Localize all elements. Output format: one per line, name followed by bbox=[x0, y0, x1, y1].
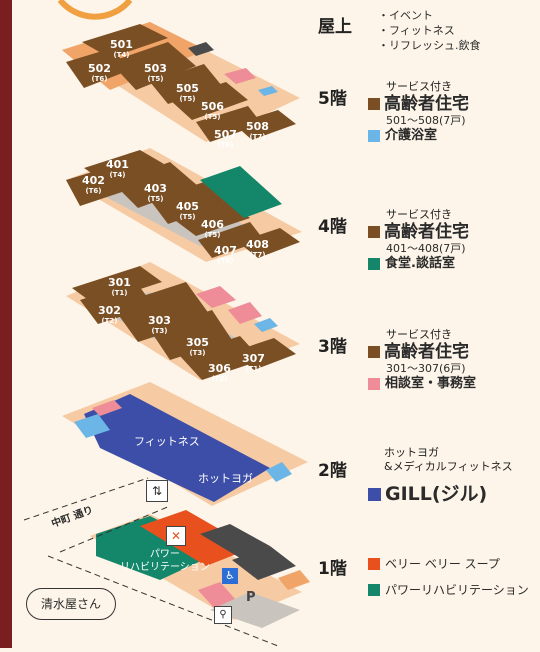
elevator-icon: ⇅ bbox=[146, 480, 168, 502]
floor2-label: 2階 bbox=[318, 461, 347, 481]
floor1-legend: ベリー ベリー スープ パワーリハビリテーション bbox=[368, 556, 529, 598]
room-301: 301(T1) bbox=[108, 276, 131, 297]
room-403: 403(T5) bbox=[144, 182, 167, 203]
room-305: 305(T3) bbox=[186, 336, 209, 357]
floor4-units: 401〜408(7戸) bbox=[386, 242, 466, 255]
brown-swatch bbox=[368, 346, 380, 358]
floor5-service: サービス付き bbox=[386, 80, 452, 93]
room-502: 502(T6) bbox=[88, 62, 111, 83]
neighbor-label: 清水屋さん bbox=[26, 588, 116, 620]
floor4-housing: 高齢者住宅 bbox=[368, 222, 469, 242]
floor3-service: サービス付き bbox=[386, 328, 452, 341]
floor2-legend: ホットヨガ &メディカルフィットネス bbox=[384, 446, 513, 474]
restaurant-icon: ✕ bbox=[166, 526, 186, 546]
logo-ring-partial bbox=[57, 0, 133, 20]
room-505: 505(T5) bbox=[176, 82, 199, 103]
room-402: 402(T6) bbox=[82, 174, 105, 195]
floor1-plan bbox=[23, 477, 310, 647]
room-307: 307(T1) bbox=[242, 352, 265, 373]
floor3-extra: 相談室・事務室 bbox=[368, 376, 476, 392]
navy-swatch bbox=[368, 487, 381, 501]
floor2-hot-yoga: ホットヨガ bbox=[384, 446, 439, 459]
rooftop-item-event: ・イベント bbox=[378, 9, 433, 22]
room-507: 507(T6) bbox=[214, 128, 237, 149]
floor3-units: 301〜307(6戸) bbox=[386, 362, 466, 375]
room-406: 406(T5) bbox=[201, 218, 224, 239]
brown-swatch bbox=[368, 226, 380, 238]
room-405: 405(T5) bbox=[176, 200, 199, 221]
room-306: 306(T2) bbox=[208, 362, 231, 383]
floor4-legend: サービス付き 高齢者住宅 401〜408(7戸) 食堂.談話室 bbox=[368, 208, 469, 272]
hot-yoga-area-label: ホットヨガ bbox=[198, 472, 253, 485]
floor3-housing: 高齢者住宅 bbox=[368, 342, 476, 362]
floor4-plan bbox=[66, 148, 302, 262]
rooftop-floor-label: 屋上 bbox=[318, 17, 352, 37]
floor5-housing: 高齢者住宅 bbox=[368, 94, 469, 114]
green-swatch bbox=[368, 584, 380, 596]
floor1-legend-soup: ベリー ベリー スープ bbox=[368, 556, 529, 572]
floor4-service: サービス付き bbox=[386, 208, 452, 221]
floor1-label: 1階 bbox=[318, 559, 347, 579]
wheelchair-icon: ♿ bbox=[222, 568, 238, 584]
floor1-legend-power-rehab: パワーリハビリテーション bbox=[368, 582, 529, 598]
floor5-plan bbox=[62, 22, 300, 142]
rooftop-item-refresh: ・リフレッシュ.飲食 bbox=[378, 39, 481, 52]
power-rehab-area-label: パワーリハビリテーション bbox=[120, 549, 210, 573]
floor4-label: 4階 bbox=[318, 217, 347, 237]
rooftop-item-fitness: ・フィットネス bbox=[378, 24, 455, 37]
room-303: 303(T3) bbox=[148, 314, 171, 335]
red-swatch bbox=[368, 558, 380, 570]
floor5-label: 5階 bbox=[318, 89, 347, 109]
rooftop-list: ・イベント ・フィットネス ・リフレッシュ.飲食 bbox=[378, 8, 481, 53]
floor2-gill: GILL(ジル) bbox=[368, 484, 487, 504]
floor2-plan bbox=[62, 382, 308, 506]
floor5-units: 501〜508(7戸) bbox=[386, 114, 466, 127]
blue-swatch bbox=[368, 130, 380, 142]
pink-swatch bbox=[368, 378, 380, 390]
brown-swatch bbox=[368, 98, 380, 110]
room-503: 503(T5) bbox=[144, 62, 167, 83]
floor3-plan bbox=[66, 262, 300, 380]
room-506: 506(T5) bbox=[201, 100, 224, 121]
floor5-extra: 介護浴室 bbox=[368, 128, 469, 144]
bicycle-icon: ⚲ bbox=[214, 606, 232, 624]
room-508: 508(T7) bbox=[246, 120, 269, 141]
room-302: 302(T2) bbox=[98, 304, 121, 325]
green-swatch bbox=[368, 258, 380, 270]
floor3-label: 3階 bbox=[318, 337, 347, 357]
room-407: 407(T6) bbox=[214, 244, 237, 265]
floor5-legend: サービス付き 高齢者住宅 501〜508(7戸) 介護浴室 bbox=[368, 80, 469, 144]
fitness-area-label: フィットネス bbox=[134, 435, 200, 448]
room-408: 408(T7) bbox=[246, 238, 269, 259]
parking-label: P bbox=[246, 590, 256, 605]
floor2-medical: &メディカルフィットネス bbox=[384, 460, 513, 473]
floor3-legend: サービス付き 高齢者住宅 301〜307(6戸) 相談室・事務室 bbox=[368, 328, 476, 392]
left-frame-bar bbox=[0, 0, 12, 648]
floor4-extra: 食堂.談話室 bbox=[368, 256, 469, 272]
room-501: 501(T4) bbox=[110, 38, 133, 59]
room-401: 401(T4) bbox=[106, 158, 129, 179]
